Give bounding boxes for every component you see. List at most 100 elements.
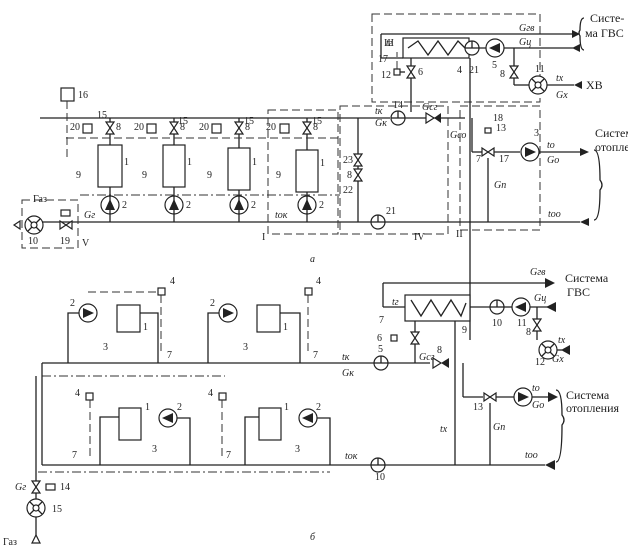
label: tоо bbox=[525, 450, 538, 461]
gas-valve-icon bbox=[31, 480, 41, 494]
cold-water-label: ХВ bbox=[586, 78, 603, 92]
label: 7 bbox=[379, 315, 384, 326]
label: отопления bbox=[566, 401, 620, 415]
label: Gсг bbox=[422, 102, 438, 113]
label: 3 bbox=[295, 444, 300, 455]
valve-control-icon bbox=[410, 331, 420, 345]
heating-pump-3-icon bbox=[520, 142, 540, 162]
heat-meter-10-icon bbox=[370, 457, 386, 473]
label: Gx bbox=[552, 354, 564, 365]
label: 23 bbox=[343, 155, 353, 166]
label: 20 bbox=[134, 122, 144, 133]
heat-meter-5-icon bbox=[373, 355, 389, 371]
label: 11 bbox=[517, 318, 527, 329]
boiler-units: 1 1 1 1 2 2 2 2 8 8 8 8 15 15 15 15 20 2… bbox=[66, 110, 340, 222]
flow-label-ggv: Gгв bbox=[519, 23, 535, 34]
label: Gx bbox=[556, 90, 568, 101]
valve-8-b-icon bbox=[353, 168, 363, 182]
boiler-1 bbox=[256, 304, 281, 333]
label: tок bbox=[345, 451, 358, 462]
label: Gк bbox=[375, 118, 387, 129]
label: 1 bbox=[320, 158, 325, 169]
gas-label: Газ bbox=[33, 194, 47, 205]
dhw-heat-exchanger bbox=[402, 37, 470, 59]
label: 16 bbox=[78, 90, 88, 101]
label: 4 bbox=[457, 65, 462, 76]
circulation-pump-5-icon bbox=[485, 38, 505, 58]
label: tк bbox=[375, 106, 383, 117]
exchanger-coil bbox=[407, 39, 466, 57]
label: 1 bbox=[252, 157, 257, 168]
label: Gо bbox=[547, 155, 559, 166]
label: Gк bbox=[342, 368, 354, 379]
label: 3 bbox=[103, 342, 108, 353]
label: 9 bbox=[276, 170, 281, 181]
label: 9 bbox=[142, 170, 147, 181]
valve-8-icon bbox=[234, 121, 244, 135]
valve-8-icon bbox=[302, 121, 312, 135]
label: tx bbox=[558, 335, 566, 346]
sensor-4 bbox=[304, 287, 313, 296]
label: 1 bbox=[145, 402, 150, 413]
heat-meter-14-icon bbox=[390, 110, 406, 126]
boiler-1 bbox=[97, 144, 123, 188]
zone-i-boundary bbox=[267, 109, 339, 235]
label: 15 bbox=[312, 116, 322, 127]
label: 2 bbox=[177, 402, 182, 413]
brace bbox=[578, 17, 585, 51]
sensor-4 bbox=[218, 392, 227, 401]
label: 3 bbox=[243, 342, 248, 353]
label: Gг bbox=[15, 482, 26, 493]
label: 2 bbox=[316, 402, 321, 413]
actuator-13 bbox=[484, 127, 492, 134]
label: II bbox=[456, 229, 463, 240]
label: 2 bbox=[210, 298, 215, 309]
label: tок bbox=[275, 210, 288, 221]
dhw-pump-11-icon bbox=[511, 297, 531, 317]
label: 4 bbox=[316, 276, 321, 287]
label: 4 bbox=[75, 388, 80, 399]
label: 10 bbox=[375, 472, 385, 483]
zone-iii-boundary bbox=[371, 13, 541, 103]
label: 2 bbox=[70, 298, 75, 309]
label: 8 bbox=[245, 122, 250, 133]
label: 7 bbox=[476, 154, 481, 165]
label: 10 bbox=[492, 318, 502, 329]
label: Gсг bbox=[419, 352, 435, 363]
label: 8 bbox=[437, 345, 442, 356]
valve-8-icon bbox=[509, 65, 519, 79]
label: 1 bbox=[284, 402, 289, 413]
valve-8-icon bbox=[169, 121, 179, 135]
label: 6 bbox=[377, 333, 382, 344]
sensor-20 bbox=[146, 123, 157, 134]
caption-b: б bbox=[310, 532, 316, 543]
label: 21 bbox=[386, 206, 396, 217]
caption-a: а bbox=[310, 254, 315, 265]
label: Gгв bbox=[530, 267, 546, 278]
sensor-20 bbox=[211, 123, 222, 134]
temp-label-tg: tг bbox=[386, 38, 393, 49]
label: tо bbox=[532, 383, 540, 394]
label: 21 bbox=[469, 65, 479, 76]
label: 7 bbox=[313, 350, 318, 361]
dhw-heat-exchanger-9 bbox=[404, 294, 471, 322]
label: 13 bbox=[473, 402, 483, 413]
three-way-valve-13-icon bbox=[483, 392, 497, 402]
label: 8 bbox=[347, 170, 352, 181]
label: 17 bbox=[499, 154, 509, 165]
label: 8 bbox=[313, 122, 318, 133]
label: 9 bbox=[462, 325, 467, 336]
controller-16 bbox=[60, 87, 75, 102]
label: 15 bbox=[52, 504, 62, 515]
flow-label-gc: Gц bbox=[519, 37, 531, 48]
label: tоо bbox=[548, 209, 561, 220]
label: tг bbox=[392, 297, 399, 308]
label: 8 bbox=[500, 69, 505, 80]
label: Gг bbox=[84, 210, 95, 221]
diagram-b: Gгв Система ГВС tг 9 10 11 Gц 8 12 tx Gx… bbox=[3, 267, 620, 548]
boiler-1 bbox=[118, 407, 142, 441]
label: 12 bbox=[381, 70, 391, 81]
diagram-a: III Gгв Gц tг 4 21 5 8 11 tx Gx ХВ Систе… bbox=[12, 11, 628, 340]
zone-iii-label: III bbox=[384, 38, 394, 49]
valve-23-icon bbox=[353, 153, 363, 167]
